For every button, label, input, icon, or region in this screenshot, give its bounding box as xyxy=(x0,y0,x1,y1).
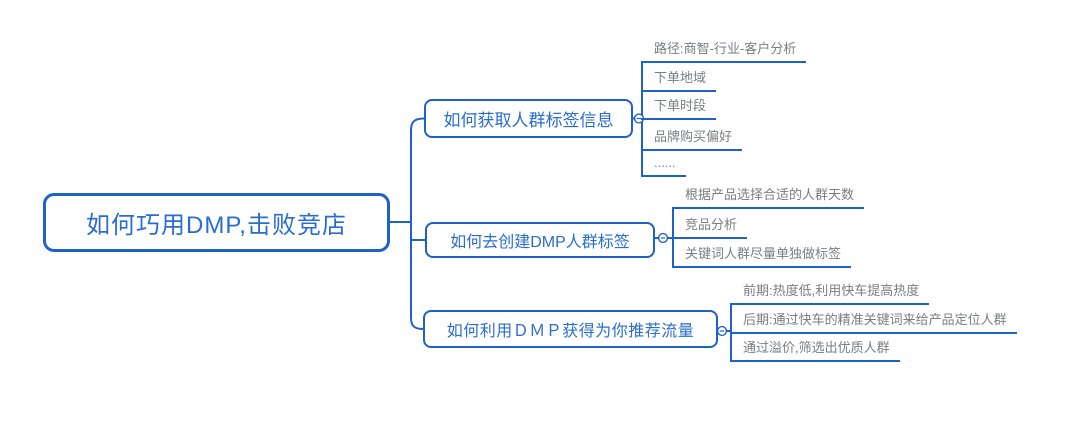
collapse-toggle-icon[interactable] xyxy=(657,232,669,244)
wire-trunk xyxy=(410,117,425,330)
leaf-competitor-analysis[interactable]: 竞品分析 xyxy=(672,213,748,239)
collapse-toggle-icon[interactable] xyxy=(716,325,728,337)
branch-node-create-labels[interactable]: 如何去创建DMP人群标签 xyxy=(425,222,655,258)
branch-node-get-traffic[interactable]: 如何利用ＤＭＰ获得为你推荐流量 xyxy=(423,310,718,348)
leaf-later-stage[interactable]: 后期:通过快车的精准关键词来给产品定位人群 xyxy=(730,308,1017,334)
leaf-crowd-days[interactable]: 根据产品选择合适的人群天数 xyxy=(672,183,865,209)
leaf-order-time[interactable]: 下单时段 xyxy=(641,94,717,120)
branch-node-get-labels[interactable]: 如何获取人群标签信息 xyxy=(424,99,633,138)
leaf-early-stage[interactable]: 前期:热度低,利用快车提高热度 xyxy=(730,279,930,305)
leaf-keyword-label[interactable]: 关键词人群尽量单独做标签 xyxy=(672,242,852,268)
leaf-path[interactable]: 路径:商智-行业-客户分析 xyxy=(641,37,807,63)
leaf-brand-preference[interactable]: 品牌购买偏好 xyxy=(641,125,743,151)
leaf-order-region[interactable]: 下单地域 xyxy=(641,66,717,92)
leaf-ellipsis[interactable]: ...... xyxy=(641,151,686,177)
leaf-premium-filter[interactable]: 通过溢价,筛选出优质人群 xyxy=(730,336,900,362)
root-topic-node[interactable]: 如何巧用DMP,击败竞店 xyxy=(43,193,390,252)
